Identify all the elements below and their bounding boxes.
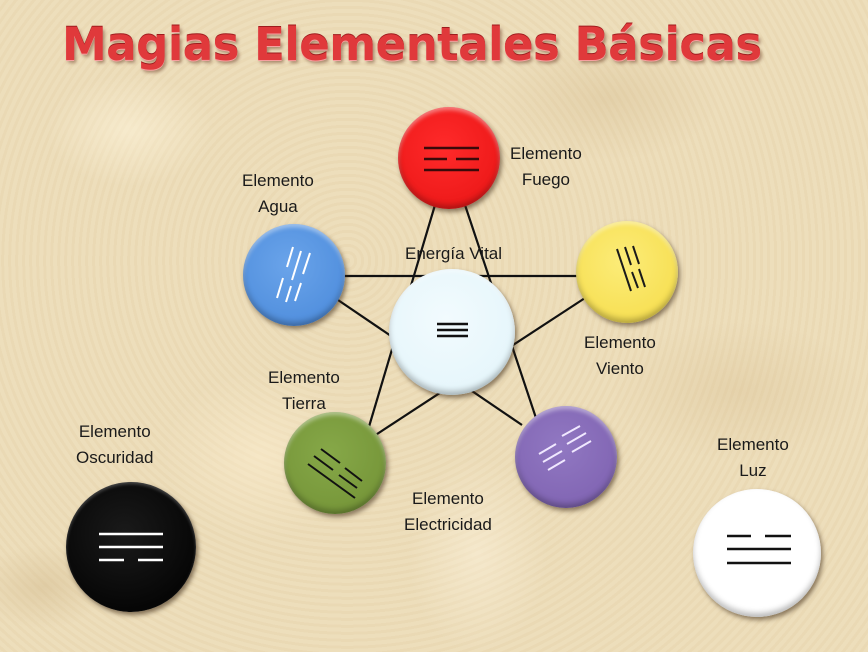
three-solid-lines-icon	[437, 322, 468, 338]
electricity-element-label: Elemento Electricidad	[404, 489, 492, 534]
fire-element-label: Elemento Fuego	[510, 144, 582, 189]
electricity-element-orb	[515, 406, 617, 508]
darkness-element-label: Elemento Oscuridad	[76, 422, 154, 467]
earth-slanted-lines-icon	[307, 448, 363, 499]
light-element-label: Elemento Luz	[717, 435, 789, 480]
water-element-label: Elemento Agua	[242, 171, 314, 216]
light-element-orb	[693, 489, 821, 617]
wind-slanted-lines-icon	[616, 245, 646, 292]
wind-element-label: Elemento Viento	[584, 333, 656, 378]
water-slanted-lines-icon	[276, 246, 311, 303]
vital-energy-label: Energía Vital	[405, 244, 503, 263]
earth-element-label: Elemento Tierra	[268, 368, 340, 413]
light-trigram-icon	[727, 534, 791, 565]
page-title: Magias Elementales Básicas	[62, 18, 762, 71]
earth-element-orb	[284, 412, 386, 514]
vital-energy-orb	[389, 269, 515, 395]
darkness-trigram-icon	[99, 532, 163, 562]
wind-element-orb	[576, 221, 678, 323]
electricity-slanted-lines-icon	[538, 425, 592, 471]
darkness-element-orb	[66, 482, 196, 612]
fire-trigram-icon	[424, 146, 479, 172]
fire-element-orb	[398, 107, 500, 209]
water-element-orb	[243, 224, 345, 326]
